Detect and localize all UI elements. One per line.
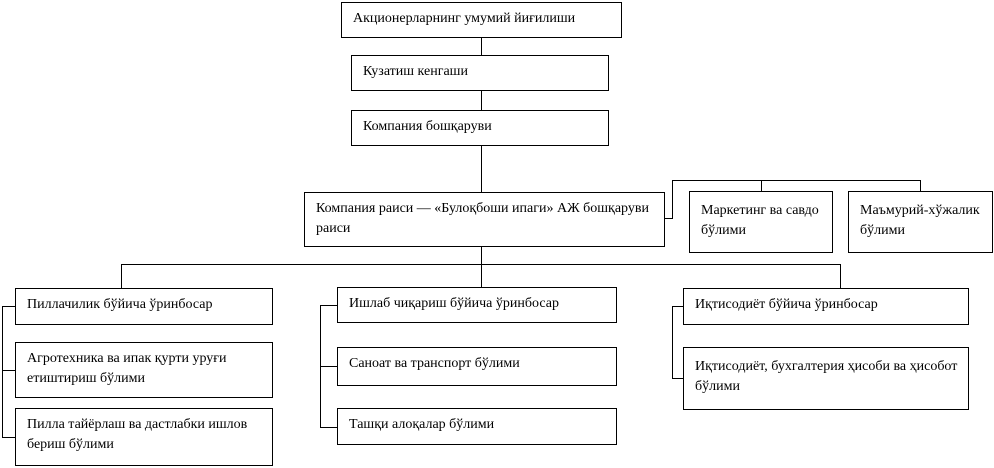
deputies-horizontal-connector xyxy=(121,264,841,288)
node-economics-deputy: Иқтисодиёт бўйича ўринбосар xyxy=(683,288,969,325)
node-chairman: Компания раиси — «Булоқбоши ипаги» АЖ бо… xyxy=(304,192,665,247)
node-industry-transport: Саноат ва транспорт бўлими xyxy=(337,347,617,386)
node-company-management: Компания бошқаруви xyxy=(351,110,609,146)
left-bracket xyxy=(2,306,15,438)
node-supervisory-board: Кузатиш кенгаши xyxy=(351,55,609,91)
node-cocoon-processing: Пилла тайёрлаш ва дастлабки ишлов бериш … xyxy=(15,408,273,466)
node-accounting: Иқтисодиёт, бухгалтерия ҳисоби ва ҳисобо… xyxy=(683,347,969,410)
staff-connector xyxy=(664,180,921,219)
node-marketing: Маркетинг ва савдо бўлими xyxy=(689,191,833,253)
node-external-relations: Ташқи алоқалар бўлими xyxy=(337,408,617,445)
node-administrative: Маъмурий-хўжалик бўлими xyxy=(848,191,993,253)
right-bracket xyxy=(672,306,683,379)
node-shareholders: Акционерларнинг умумий йиғилиши xyxy=(341,2,622,38)
node-production-deputy: Ишлаб чиқариш бўйича ўринбосар xyxy=(337,287,617,323)
node-agrotechnics: Агротехника ва ипак қурти уруғи етиштири… xyxy=(15,342,273,398)
node-cocoon-deputy: Пиллачилик бўйича ўринбосар xyxy=(15,288,273,325)
